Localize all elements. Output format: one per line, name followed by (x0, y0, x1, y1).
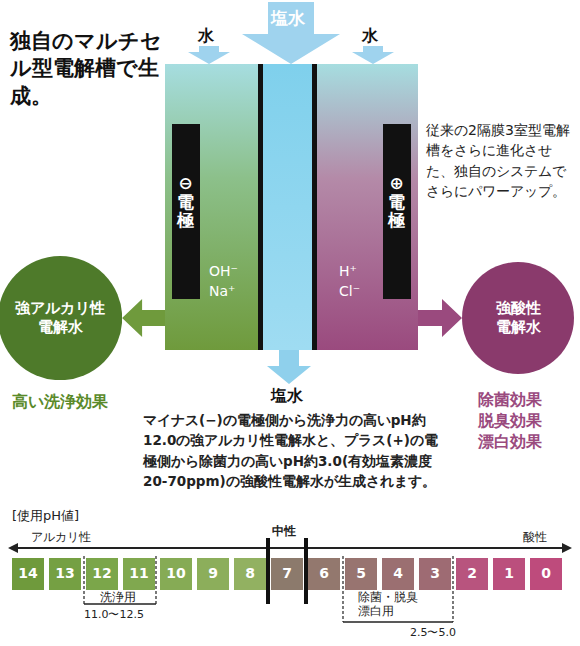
node-text: OH⁻ Na⁺ (209, 262, 255, 301)
ph-value-box: 7 (271, 558, 303, 590)
scale-arrowhead (8, 543, 18, 553)
range-dash (452, 556, 453, 622)
ph-value-box: 1 (493, 558, 525, 590)
ph-value-box: 6 (308, 558, 340, 590)
range-dash (155, 556, 156, 604)
scale-heading: [使用pH値] (12, 508, 79, 524)
ph-value-box: 4 (382, 558, 414, 590)
node-text: 11 (125, 565, 153, 583)
effect-label: 除菌効果 脱臭効果 漂白効果 (478, 390, 552, 452)
range-label: 除菌・脱臭 漂白用 (358, 590, 424, 619)
range-dash (342, 556, 343, 622)
node-text: 5 (347, 565, 375, 583)
inlet-label: 水 (362, 26, 378, 45)
ph-value-box: 5 (345, 558, 377, 590)
range-value: 2.5〜5.0 (410, 626, 456, 639)
node-text: 強酸性電解水 (493, 299, 543, 337)
range-bracket (343, 621, 453, 623)
neutral-divider (266, 538, 270, 604)
node-text: 10 (162, 565, 190, 583)
inlet-label: 水 (198, 26, 214, 45)
node-text: 7 (273, 565, 301, 583)
scale-arrowhead (562, 543, 572, 553)
brine-inlet-arrow (242, 2, 340, 64)
node-text: 4 (384, 565, 412, 583)
diagram-title: 独自のマルチセル型電解槽で生成。 (10, 28, 168, 110)
anode-chamber: H⁺ Cl⁻ ⊕電極 (317, 64, 418, 350)
ph-value-box: 10 (160, 558, 192, 590)
node-text: ⊖電極 (177, 174, 194, 230)
range-label: 洗浄用 (100, 590, 136, 604)
node-text: 12 (88, 565, 116, 583)
positive-electrode: ⊕電極 (383, 124, 411, 299)
scale-mid-label: 中性 (272, 524, 296, 538)
cathode-chamber: OH⁻ Na⁺ ⊖電極 (165, 64, 258, 350)
node-text: 6 (310, 565, 338, 583)
brine-outlet-arrow (267, 350, 311, 384)
node-text: 14 (14, 565, 42, 583)
ph-value-box: 8 (234, 558, 266, 590)
outlet-label: 塩水 (271, 386, 303, 405)
scale-end-label: アルカリ性 (28, 530, 94, 544)
ph-value-box: 11 (123, 558, 155, 590)
ph-value-box: 14 (12, 558, 44, 590)
ph-value-box: 2 (456, 558, 488, 590)
node-text: 2 (458, 565, 486, 583)
water-inlet-arrow (188, 46, 230, 64)
brine-chamber (262, 64, 313, 350)
negative-electrode: ⊖電極 (172, 124, 200, 299)
alkaline-water-circle: 強アルカリ性電解水 (0, 256, 122, 380)
node-text: 0 (532, 565, 560, 583)
description-text: マイナス(−)の電極側から洗浄力の高いpH約12.0の強アルカリ性電解水と、プラ… (143, 410, 451, 491)
ph-value-box: 13 (49, 558, 81, 590)
node-text: 強アルカリ性電解水 (14, 299, 106, 337)
node-text: 9 (199, 565, 227, 583)
acidic-water-circle: 強酸性電解水 (462, 262, 574, 374)
node-text: 1 (495, 565, 523, 583)
node-text: H⁺ Cl⁻ (339, 262, 379, 301)
effect-label: 高い洗浄効果 (12, 392, 108, 411)
ph-value-box: 0 (530, 558, 562, 590)
node-text: 3 (421, 565, 449, 583)
feature-note: 従来の2隔膜3室型電解槽をさらに進化させた、独自のシステムでさらにパワーアップ。 (426, 120, 576, 201)
range-value: 11.0〜12.5 (84, 608, 144, 621)
node-text: 8 (236, 565, 264, 583)
scale-end-label: 酸性 (520, 530, 550, 544)
ph-value-box: 9 (197, 558, 229, 590)
range-dash (83, 556, 84, 604)
outflow-arrow (122, 299, 165, 337)
inlet-label: 塩水 (271, 8, 305, 28)
node-text: ⊕電極 (388, 174, 405, 230)
node-text: 13 (51, 565, 79, 583)
ph-value-box: 3 (419, 558, 451, 590)
outflow-arrow (418, 299, 462, 337)
ph-scale-bar (16, 547, 564, 549)
circle-shape (0, 256, 122, 380)
ph-value-box: 12 (86, 558, 118, 590)
circle-shape (462, 262, 574, 374)
water-inlet-arrow (352, 46, 394, 64)
